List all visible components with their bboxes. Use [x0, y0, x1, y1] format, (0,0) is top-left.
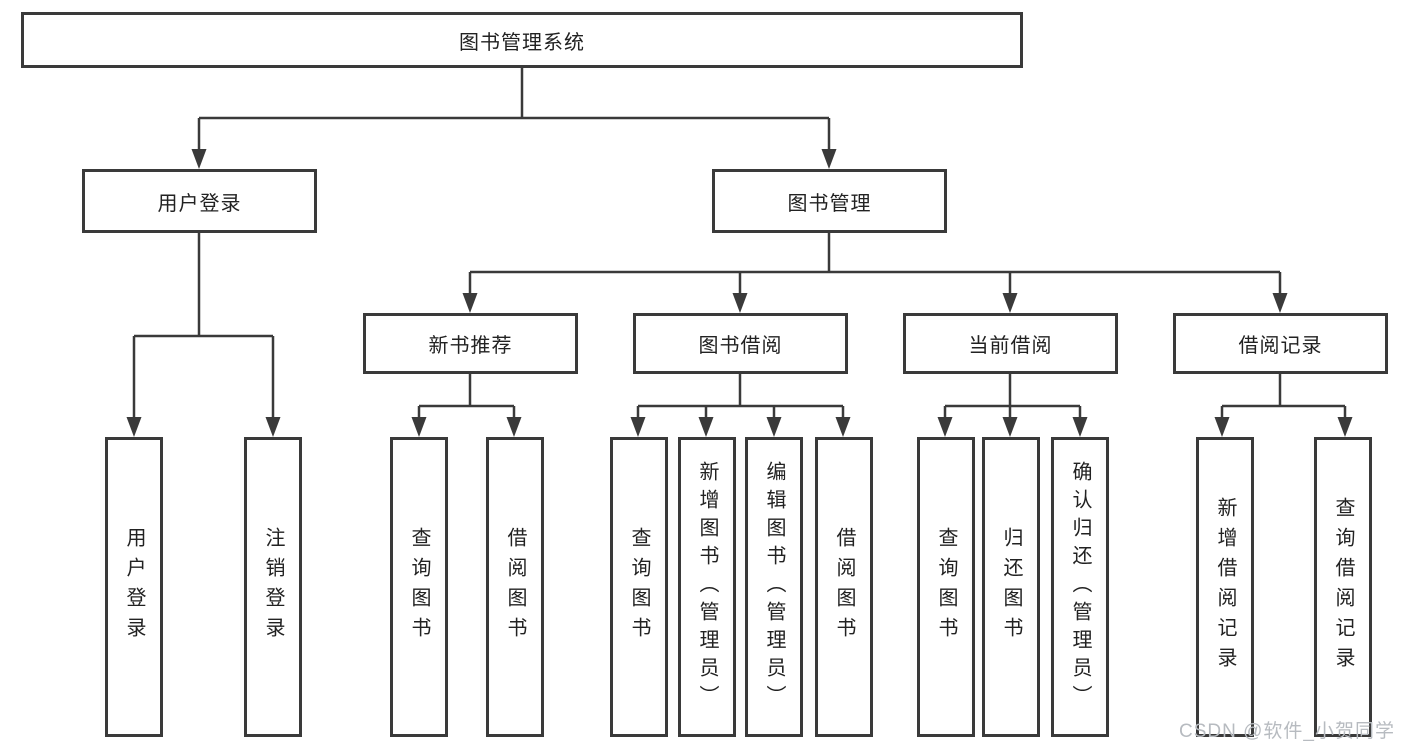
- node-query-books-borrowing: 查询图书: [610, 437, 668, 737]
- node-query-books-recommend: 查询图书: [390, 437, 448, 737]
- node-book-borrowing: 图书借阅: [633, 313, 848, 374]
- node-user-login: 用户登录: [105, 437, 163, 737]
- node-query-books-current: 查询图书: [917, 437, 975, 737]
- node-new-book-recommend: 新书推荐: [363, 313, 578, 374]
- node-edit-books-admin: 编辑图书（管理员）: [745, 437, 803, 737]
- node-borrow-books-borrowing: 借阅图书: [815, 437, 873, 737]
- node-root: 图书管理系统: [21, 12, 1023, 68]
- node-book-management: 图书管理: [712, 169, 947, 233]
- node-logout: 注销登录: [244, 437, 302, 737]
- node-current-borrowing: 当前借阅: [903, 313, 1118, 374]
- node-borrow-books-recommend: 借阅图书: [486, 437, 544, 737]
- node-borrowing-records: 借阅记录: [1173, 313, 1388, 374]
- node-add-borrow-record: 新增借阅记录: [1196, 437, 1254, 737]
- node-confirm-return-admin: 确认归还（管理员）: [1051, 437, 1109, 737]
- node-add-books-admin: 新增图书（管理员）: [678, 437, 736, 737]
- watermark: CSDN @软件_小贺同学: [1179, 721, 1395, 742]
- node-query-borrow-record: 查询借阅记录: [1314, 437, 1372, 737]
- node-user-login-branch: 用户登录: [82, 169, 317, 233]
- node-return-books: 归还图书: [982, 437, 1040, 737]
